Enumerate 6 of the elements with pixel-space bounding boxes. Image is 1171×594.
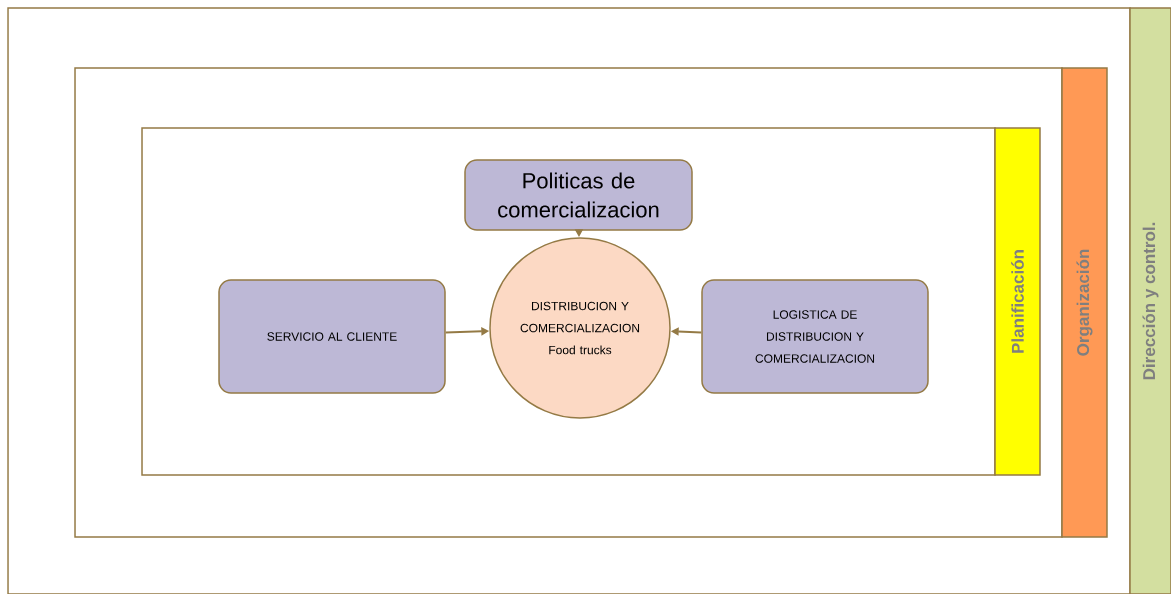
process-box: Politicas de comercializacion [464,159,693,231]
process-box: LOGISTICA DE DISTRIBUCION Y COMERCIALIZACION [701,279,929,394]
vertical-band: Planificación [994,127,1041,476]
vertical-band: Organización [1061,67,1108,538]
process-box: SERVICIO AL CLIENTE [218,279,446,394]
vertical-band: Dirección y control. [1129,7,1171,594]
